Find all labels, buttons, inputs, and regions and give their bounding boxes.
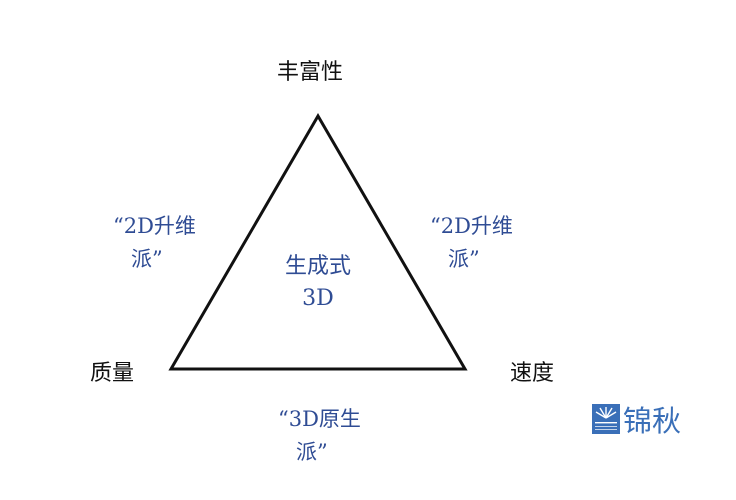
edge-right-line2: 派” — [448, 247, 480, 271]
triangle — [168, 113, 468, 371]
vertex-left-label: 质量 — [90, 361, 135, 386]
edge-left-line2: 派” — [131, 247, 163, 271]
edge-left-line1: “2D升维 — [113, 214, 196, 238]
edge-bottom-label: “3D原生 派” — [278, 403, 361, 469]
vertex-right-label: 速度 — [510, 361, 555, 386]
logo-mark-icon — [592, 404, 620, 434]
edge-left-label: “2D升维 派” — [113, 210, 196, 276]
center-label-line1: 生成式 — [285, 254, 351, 279]
center-label-line2: 3D — [302, 286, 334, 311]
edge-right-line1: “2D升维 — [430, 214, 513, 238]
brand-logo: 锦秋 — [592, 402, 681, 438]
vertex-top-label: 丰富性 — [277, 60, 344, 85]
edge-right-label: “2D升维 派” — [430, 210, 513, 276]
logo-text: 锦秋 — [623, 404, 682, 438]
edge-bottom-line2: 派” — [296, 440, 328, 464]
edge-bottom-line1: “3D原生 — [278, 407, 361, 431]
